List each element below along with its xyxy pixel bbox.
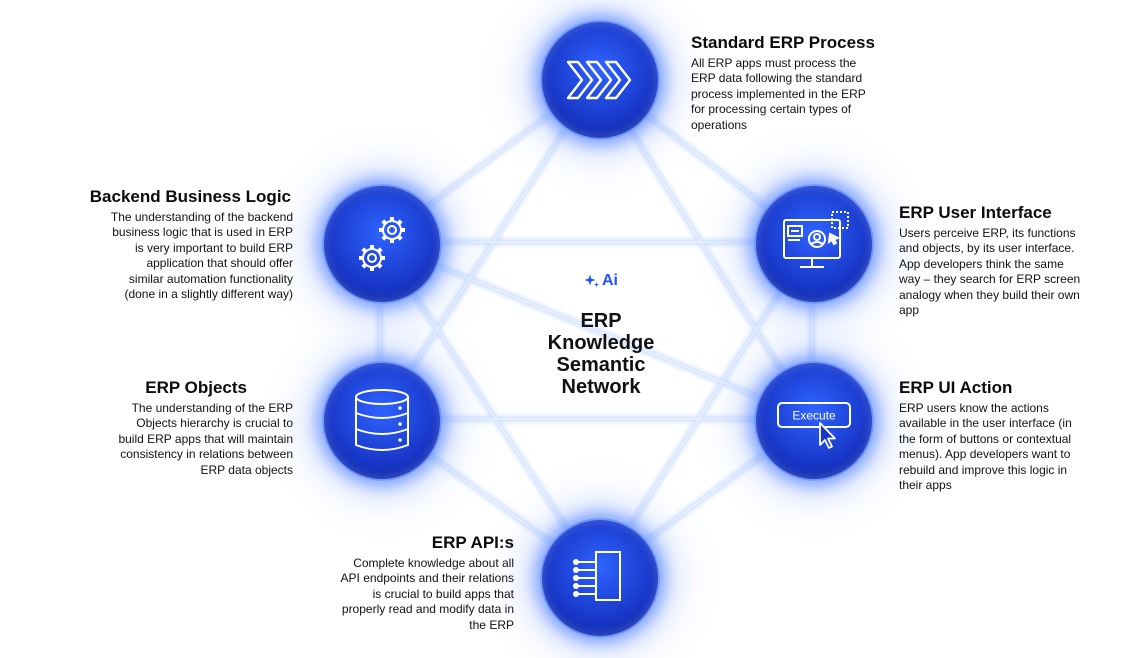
standard-process-desc: All ERP apps must process the ERP data f… bbox=[691, 56, 866, 132]
objects-title: ERP Objects bbox=[145, 378, 247, 397]
apis-title: ERP API:s bbox=[431, 533, 514, 552]
business-logic-title: Backend Business Logic bbox=[89, 187, 291, 206]
ai-label: Ai bbox=[602, 272, 618, 289]
ai-badge: Ai bbox=[530, 272, 672, 290]
standard-process-title: Standard ERP Process bbox=[691, 33, 875, 52]
ui-action-title: ERP UI Action bbox=[899, 378, 1013, 397]
chevrons-icon bbox=[566, 60, 632, 100]
user-interface-title: ERP User Interface bbox=[899, 203, 1052, 222]
node-standard-process bbox=[540, 20, 660, 140]
node-apis bbox=[540, 518, 660, 638]
execute-label: Execute bbox=[792, 409, 836, 423]
ui-action-desc: ERP users know the actions available in … bbox=[899, 401, 1072, 493]
objects-desc: The understanding of the ERP Objects hie… bbox=[118, 401, 293, 477]
node-objects bbox=[322, 361, 442, 481]
sparkle-icon bbox=[584, 274, 599, 288]
user-interface-desc: Users perceive ERP, its functions and ob… bbox=[899, 226, 1081, 318]
database-icon bbox=[355, 389, 409, 451]
api-connector-icon bbox=[573, 551, 621, 601]
node-ui-action: Execute bbox=[754, 361, 874, 481]
apis-desc: Complete knowledge about all API endpoin… bbox=[340, 556, 514, 632]
business-logic-desc: The understanding of the backend busines… bbox=[110, 210, 293, 302]
center-title: ERP Knowledge Semantic Network bbox=[547, 310, 655, 398]
center-label: Ai ERP Knowledge Semantic Network bbox=[530, 272, 672, 398]
execute-button-icon: Execute bbox=[777, 402, 851, 449]
gears-icon bbox=[359, 217, 405, 271]
monitor-user-icon bbox=[783, 211, 849, 268]
node-business-logic bbox=[322, 184, 442, 304]
node-user-interface bbox=[754, 184, 874, 304]
